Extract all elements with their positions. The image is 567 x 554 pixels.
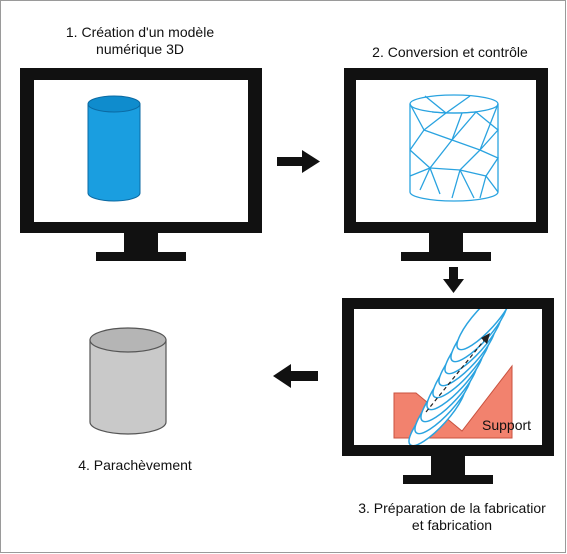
step1-title-line1: 1. Création d'un modèle <box>65 24 215 40</box>
build-direction-arrowhead <box>481 333 490 344</box>
step1-title: 1. Création d'un modèle numérique 3D <box>20 24 260 58</box>
step3-title-line1: 3. Préparation de la fabricatior <box>358 500 546 516</box>
monitor-2 <box>344 68 548 261</box>
build-direction-line <box>425 337 487 413</box>
monitor-3-base <box>403 475 493 484</box>
arrow-down-icon <box>443 267 464 293</box>
fabrication-scene <box>393 309 514 445</box>
step2-title: 2. Conversion et contrôle <box>372 44 528 60</box>
monitor-2-base <box>401 252 491 261</box>
cylinder-mesh <box>409 94 499 202</box>
step1-title-line2: numérique 3D <box>96 41 184 57</box>
arrow-right-icon <box>277 150 320 173</box>
support-label: Support <box>482 417 532 433</box>
step4-label: 4. Parachèvement <box>78 457 192 473</box>
monitor-2-neck <box>429 233 463 253</box>
monitor-1 <box>20 68 262 261</box>
arrow-left-icon <box>273 364 318 388</box>
monitor-2-screen <box>356 80 536 222</box>
cylinder-model-3d <box>87 95 141 202</box>
monitor-1-neck <box>124 233 158 253</box>
step3-title: 3. Préparation de la fabricatior et fabr… <box>322 500 567 534</box>
monitor-3-neck <box>431 456 465 476</box>
cylinder-finished <box>89 327 167 435</box>
step3-title-line2: et fabrication <box>411 517 493 533</box>
monitor-1-base <box>96 252 186 261</box>
monitor-1-screen <box>34 80 248 222</box>
